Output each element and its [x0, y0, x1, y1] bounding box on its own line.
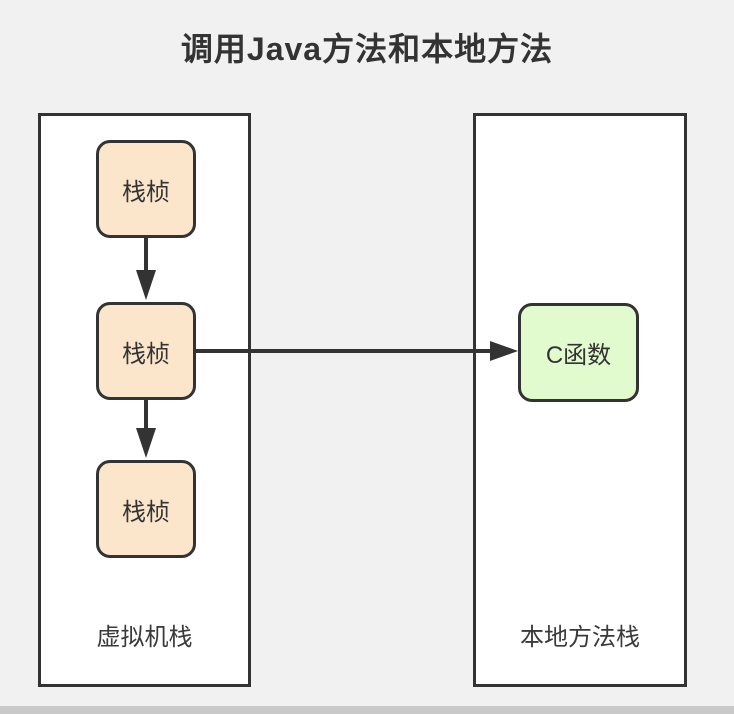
c-function-label: C函数 [545, 342, 612, 369]
diagram-title: 调用Java方法和本地方法 [180, 31, 554, 67]
c-function-node: C函数 [518, 303, 639, 402]
stack-frame-label-3: 栈桢 [122, 498, 170, 526]
stack-frame-label-2: 栈桢 [122, 340, 170, 368]
arrow-down-connector-2 [136, 398, 156, 458]
virtual-machine-stack-label: 虚拟机栈 [96, 624, 193, 651]
native-method-stack-label: 本地方法栈 [520, 624, 640, 651]
arrow-down-connector-1 [136, 238, 156, 300]
stack-frame-label-1: 栈桢 [122, 178, 170, 206]
stack-frame-node-2: 栈桢 [96, 302, 196, 400]
arrow-right-connector [196, 341, 518, 361]
stack-frame-node-3: 栈桢 [96, 460, 196, 558]
bottom-divider-bar [0, 706, 734, 714]
stack-frame-node-1: 栈桢 [96, 140, 196, 238]
